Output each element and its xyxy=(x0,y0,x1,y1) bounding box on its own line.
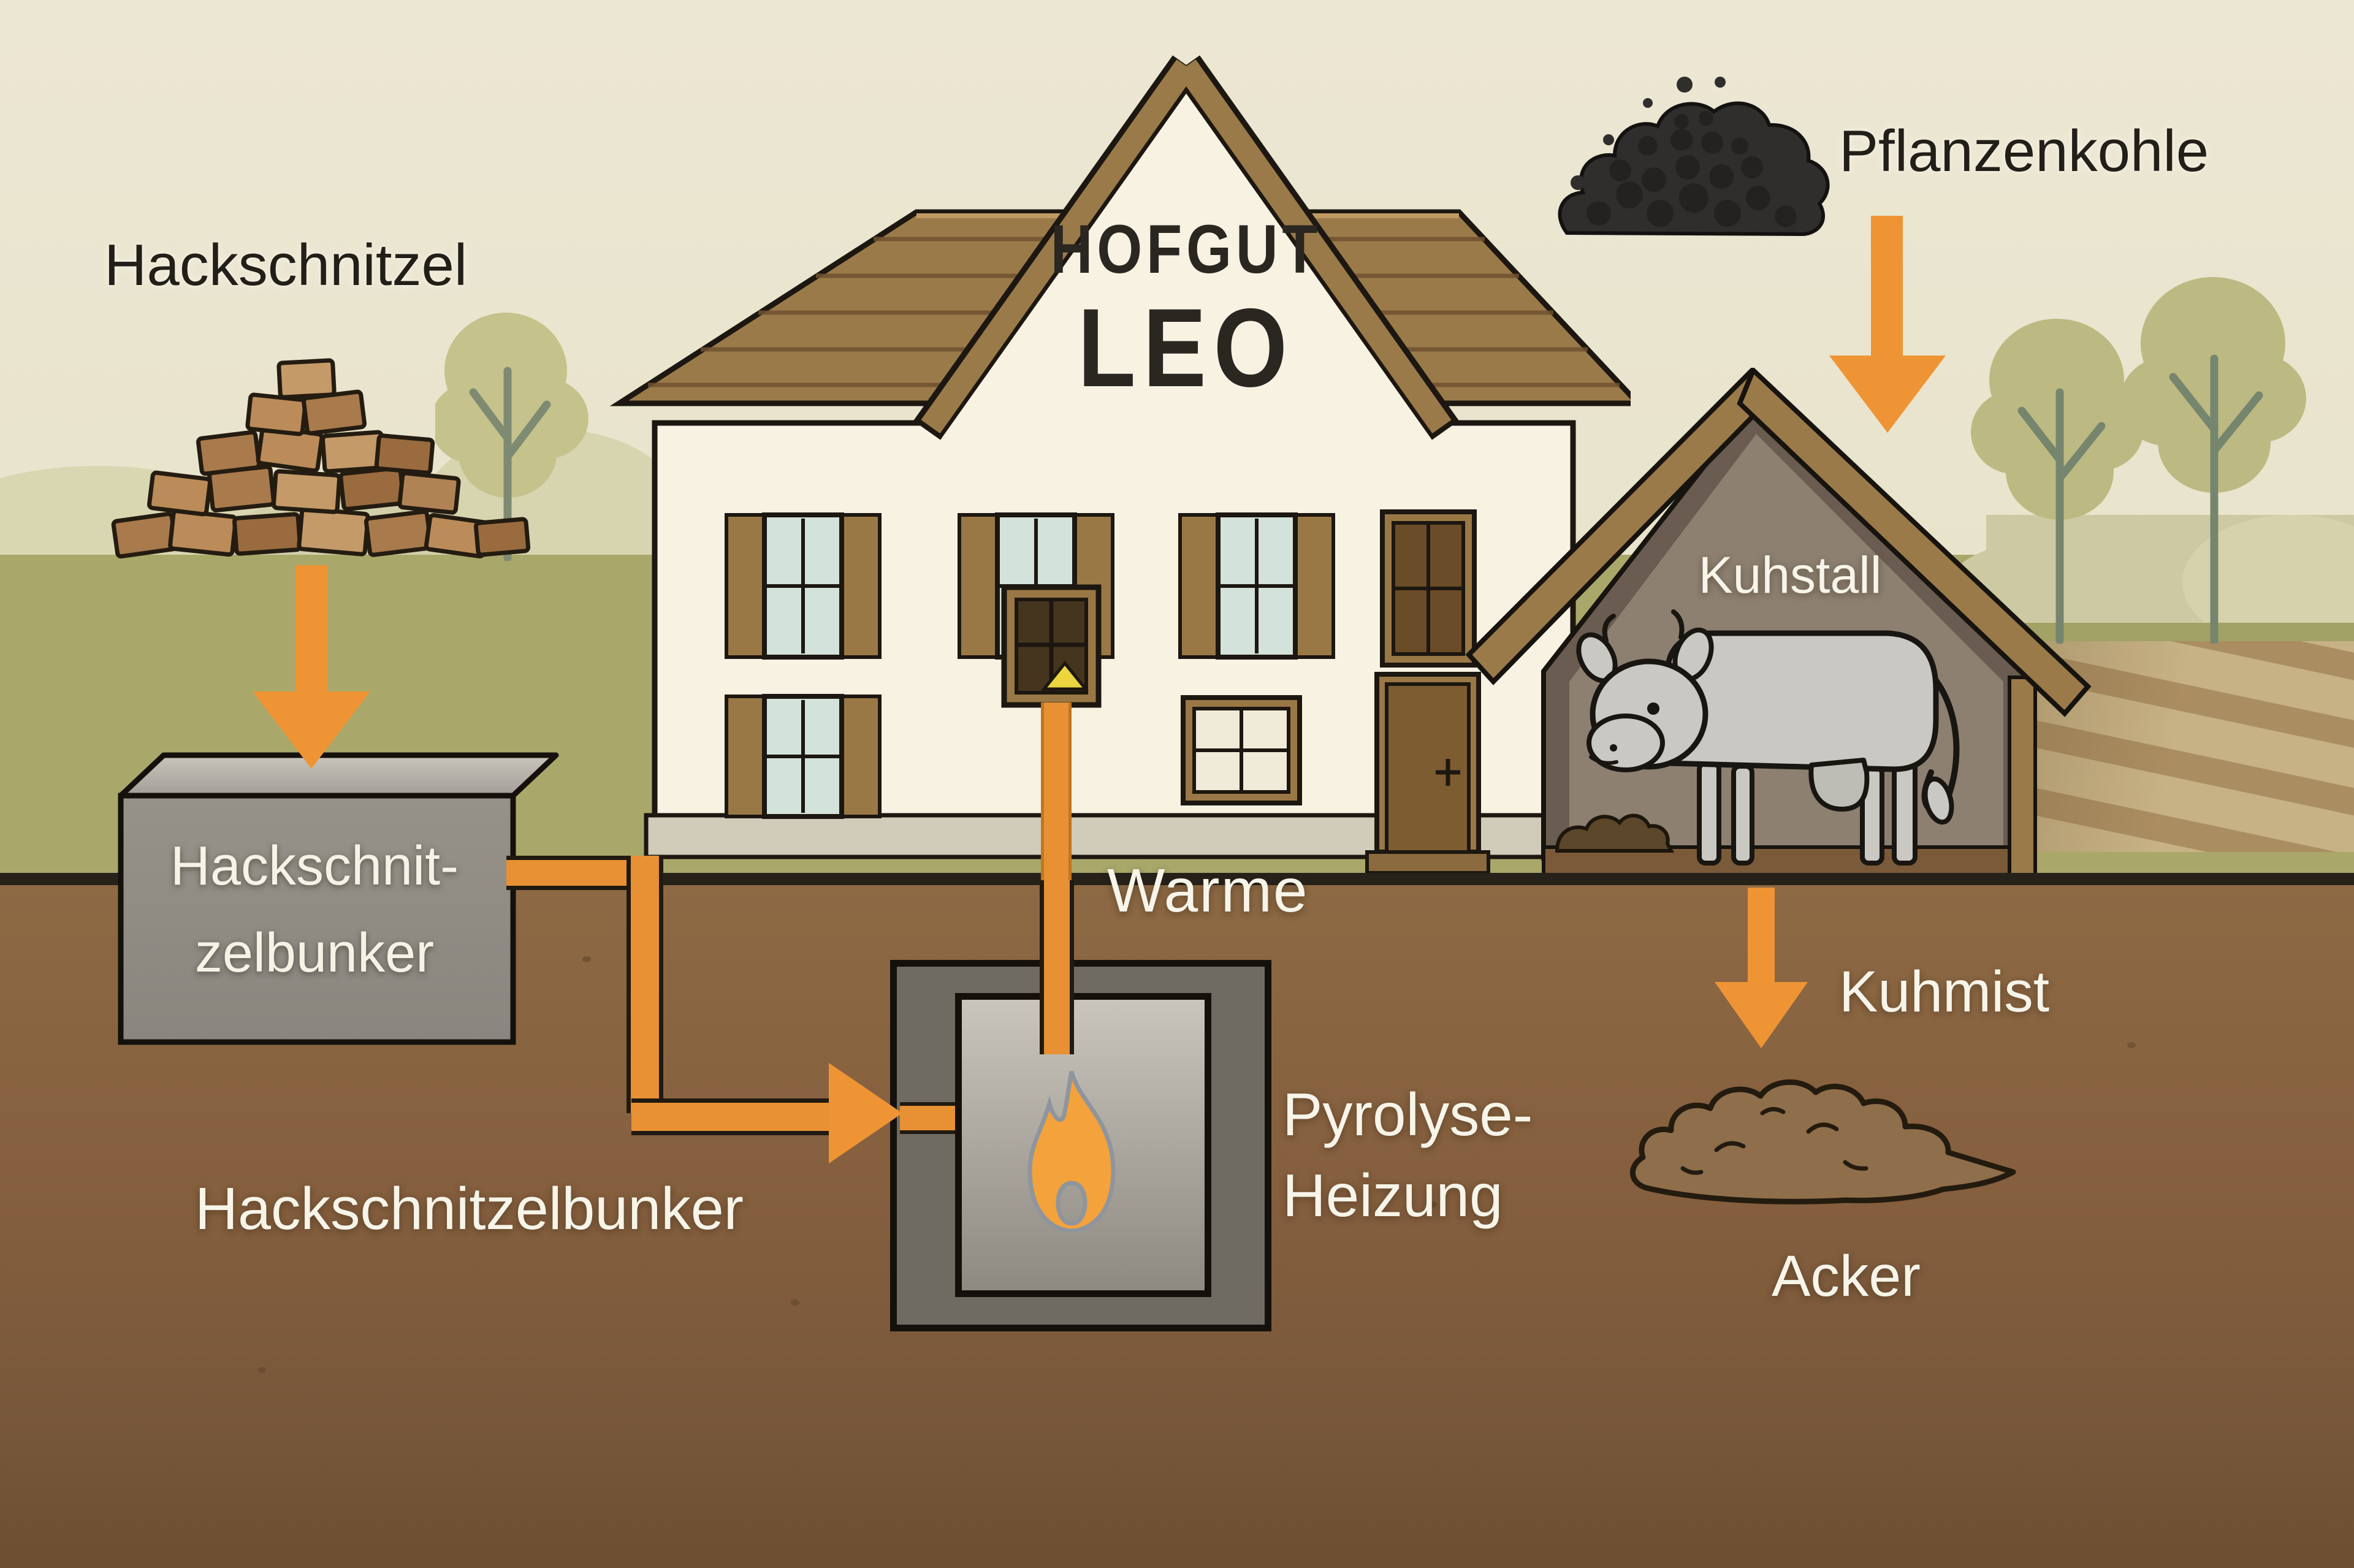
down-arrow-icon xyxy=(295,565,327,695)
upper-window xyxy=(725,512,882,660)
label-kuhmist: Kuhmist xyxy=(1839,959,2050,1024)
manure-pile-icon xyxy=(1630,1079,2016,1205)
soil-speck xyxy=(582,956,591,962)
down-arrow-icon xyxy=(1829,356,1946,433)
upper-door-window xyxy=(1380,509,1477,668)
soil-speck xyxy=(791,1300,799,1306)
down-arrow-icon xyxy=(1871,216,1903,358)
woodchip-pipe-to-furnace xyxy=(631,1098,834,1135)
pyrolysis-furnace-inner xyxy=(955,993,1211,1297)
pyrolyse-line2: Heizung xyxy=(1282,1162,1503,1229)
label-kuhstall: Kuhstall xyxy=(1698,546,1882,604)
farmhouse-illustration xyxy=(609,55,1631,875)
woodchip-bunker xyxy=(118,752,559,1045)
woodchip-pipe-vertical xyxy=(627,856,663,1113)
right-arrow-icon xyxy=(829,1063,902,1163)
label-pflanzenkohle: Pflanzenkohle xyxy=(1839,118,2209,184)
barn-roof-right xyxy=(1737,368,2092,717)
down-arrow-icon xyxy=(1715,982,1808,1048)
house-gable xyxy=(948,76,1425,429)
bunker-label-line1: Hackschnit- xyxy=(170,835,459,897)
bunker-box-label: Hackschnit- zelbunker xyxy=(118,823,511,997)
tree-icon xyxy=(1971,319,2144,644)
house-name-line1: HOFGUT xyxy=(1050,211,1322,287)
boiler-room-window xyxy=(1001,584,1102,708)
field-horizon-strip xyxy=(1986,623,2354,644)
tree-icon xyxy=(435,313,588,561)
pyrolyse-line1: Pyrolyse- xyxy=(1282,1081,1533,1148)
manure-pile-icon xyxy=(1555,813,1674,853)
woodchip-pile-icon xyxy=(111,358,531,559)
house-name-line2: LEO xyxy=(1078,285,1295,410)
label-hackschnitzelbunker: Hackschnitzelbunker xyxy=(195,1175,744,1242)
pipe-into-furnace xyxy=(900,1102,961,1134)
heat-pipe-to-house xyxy=(1041,702,1072,881)
cowshed-illustration xyxy=(1465,368,2092,881)
soil-speck xyxy=(257,1367,266,1373)
label-waerme: Warme xyxy=(1107,856,1309,925)
soil-speck xyxy=(2127,1042,2136,1048)
heat-pipe-underground xyxy=(1040,880,1074,1054)
ground-window xyxy=(725,694,882,819)
ground-window xyxy=(1181,695,1302,805)
label-acker: Acker xyxy=(1772,1244,1921,1309)
flame-icon xyxy=(1027,1071,1116,1233)
plowed-field xyxy=(2030,641,2354,854)
down-arrow-icon xyxy=(1748,888,1775,984)
barn-post xyxy=(2008,676,2037,881)
upper-window xyxy=(1178,512,1335,660)
down-arrow-icon xyxy=(253,691,370,769)
cow-icon xyxy=(1576,609,1960,866)
tree-icon xyxy=(2120,277,2306,644)
label-hackschnitzel: Hackschnitzel xyxy=(104,232,468,298)
bunker-label-line2: zelbunker xyxy=(194,923,435,984)
soil-speck xyxy=(1428,1201,1437,1208)
biochar-pile-icon xyxy=(1558,77,1830,237)
label-pyrolyse-heizung: Pyrolyse- Heizung xyxy=(1282,1074,1650,1236)
front-door xyxy=(1365,672,1490,875)
lamp-icon xyxy=(1040,661,1089,691)
